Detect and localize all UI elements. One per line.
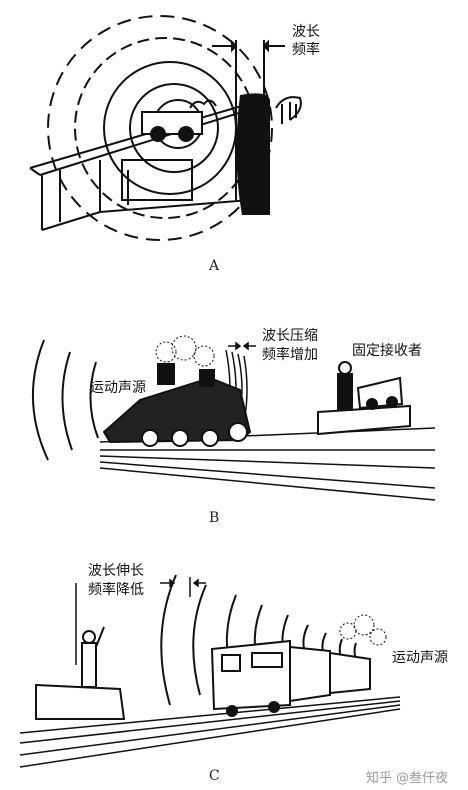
panel-c-label: C	[209, 768, 220, 784]
panel-b-label: B	[209, 510, 220, 526]
panel-b-annotation-line1: 波长压缩	[262, 328, 318, 344]
panel-a-annotation-line1: 波长	[292, 24, 320, 40]
wave-arc-back-2	[61, 351, 73, 451]
wave-ring-4	[129, 83, 219, 173]
panel-b-annotation-line2: 频率增加	[262, 347, 318, 363]
panel-c-annotation-line1: 波长伸长	[88, 563, 144, 579]
panel-a-label: A	[209, 258, 220, 274]
panel-a-annotation-line2: 频率	[292, 42, 320, 58]
panel-c-source-label: 运动声源	[392, 650, 448, 666]
panel-a: 波长 频率 A	[0, 0, 468, 280]
panel-b-receiver-label: 固定接收者	[352, 343, 422, 359]
panel-c-illustration	[19, 574, 401, 768]
panel-c: 波长伸长 频率降低 运动声源 C 知乎 @叁仟夜	[0, 555, 468, 790]
wave-ring-1	[47, 15, 273, 241]
watermark: 知乎 @叁仟夜	[366, 771, 449, 786]
wave-arc-back-3	[89, 361, 99, 439]
panel-b-source-label: 运动声源	[90, 380, 146, 396]
panel-a-illustration	[29, 15, 302, 241]
panel-b: 波长压缩 频率增加 运动声源 固定接收者 B	[0, 300, 468, 540]
panel-b-illustration	[32, 335, 436, 501]
wave-arc-back-1	[32, 339, 49, 461]
panel-c-annotation-line2: 频率降低	[88, 582, 144, 598]
